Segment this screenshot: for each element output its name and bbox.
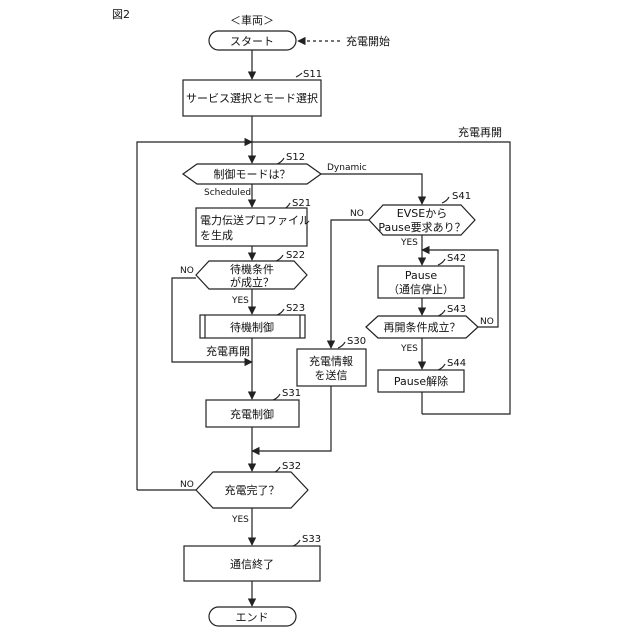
step-leader: [273, 394, 280, 400]
s44-label: Pause解除: [394, 374, 448, 388]
s42-line1: Pause: [405, 269, 438, 282]
step-leader: [276, 255, 283, 261]
s22-no: NO: [180, 266, 194, 276]
s41-no: NO: [350, 209, 364, 219]
step-s32: S32: [282, 461, 301, 472]
step-leader: [438, 310, 445, 316]
s32-no: NO: [180, 480, 194, 490]
recharge-loop-label: 充電再開: [458, 125, 502, 139]
recharge-label-left: 充電再開: [206, 344, 250, 358]
s33-label: 通信終了: [230, 557, 274, 571]
trigger-label: 充電開始: [346, 34, 390, 48]
step-leader: [438, 364, 445, 370]
step-leader: [277, 309, 284, 315]
step-s42: S42: [447, 253, 466, 264]
s22-yes: YES: [231, 296, 249, 306]
s21-line2: を生成: [200, 228, 233, 242]
step-s41: S41: [452, 191, 471, 202]
step-s33: S33: [302, 534, 321, 545]
s41-yes: YES: [400, 238, 418, 248]
s41-line1: EVSEから: [397, 207, 447, 220]
s30-line1: 充電情報: [309, 354, 353, 368]
step-s11: S11: [303, 69, 322, 80]
dynamic-branch-line: [321, 174, 422, 204]
s42-line2: （通信停止）: [388, 282, 454, 296]
end-label: エンド: [236, 611, 269, 624]
step-s31: S31: [282, 388, 301, 399]
s31-label: 充電制御: [230, 407, 274, 421]
step-leader: [338, 342, 345, 348]
branch-scheduled: Scheduled: [204, 188, 251, 198]
step-s22: S22: [286, 250, 305, 261]
step-leader: [442, 197, 449, 203]
s30-line2: を送信: [315, 368, 348, 382]
s11-label: サービス選択とモード選択: [186, 91, 318, 105]
s22-line2: が成立？: [230, 275, 274, 289]
s22-line1: 待機条件: [230, 262, 274, 276]
step-s44: S44: [447, 358, 466, 369]
s43-yes: YES: [400, 344, 418, 354]
branch-dynamic: Dynamic: [327, 163, 367, 173]
step-leader: [296, 73, 302, 77]
s41-line2: Pause要求あり？: [378, 221, 465, 234]
s32-yes: YES: [231, 515, 249, 525]
s43-label: 再開条件成立？: [384, 320, 461, 334]
figure-label: 図2: [112, 8, 130, 21]
step-leader: [293, 540, 300, 546]
s23-label: 待機制御: [230, 320, 274, 334]
s12-label: 制御モードは？: [214, 167, 291, 181]
step-s43: S43: [447, 304, 466, 315]
step-s21: S21: [292, 198, 311, 209]
step-s12: S12: [286, 152, 305, 163]
s32-label: 充電完了？: [225, 483, 280, 497]
step-s30: S30: [347, 336, 366, 347]
step-s23: S23: [286, 303, 305, 314]
s43-no: NO: [480, 317, 494, 327]
actor-label: ＜車両＞: [230, 13, 274, 27]
s41-no-line: [331, 220, 369, 348]
step-leader: [277, 158, 284, 164]
step-leader: [438, 259, 445, 265]
s21-line1: 電力伝送プロファイル: [200, 213, 310, 227]
start-label: スタート: [230, 35, 274, 48]
